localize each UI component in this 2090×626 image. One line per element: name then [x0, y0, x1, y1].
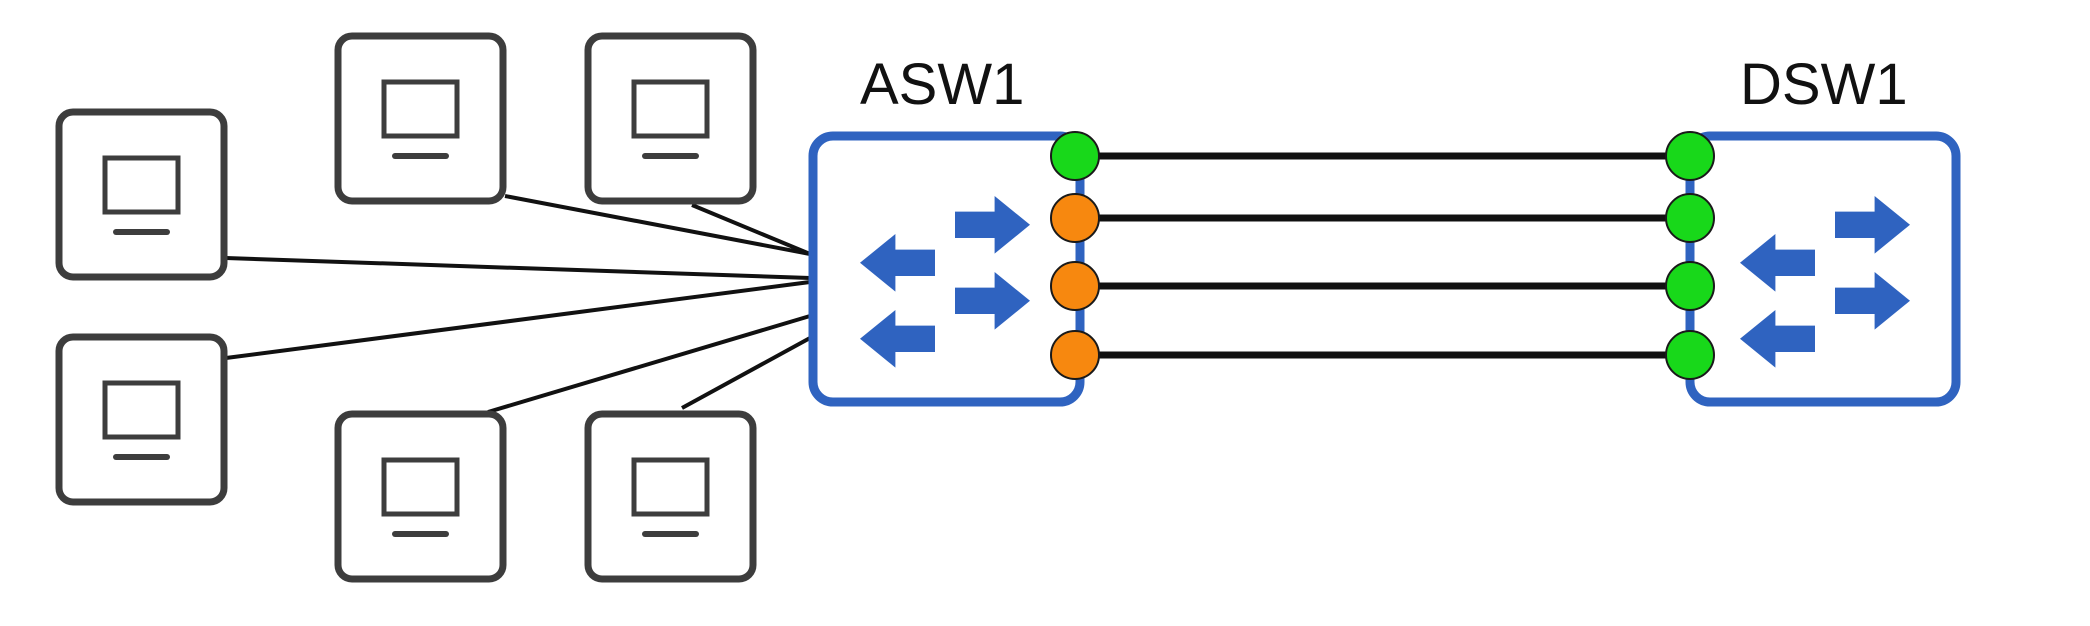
dsw1-port-1-forwarding: [1665, 131, 1715, 181]
pc-link: [225, 256, 811, 280]
switch-dsw1: DSW1: [1685, 52, 1961, 407]
pc-link: [487, 314, 811, 414]
asw1-port-1-forwarding: [1050, 131, 1100, 181]
switch-asw1-body: [808, 131, 1085, 407]
asw1-port-3-blocking: [1050, 261, 1100, 311]
monitor-icon: [588, 414, 753, 579]
pc-2: [59, 337, 224, 502]
switch-asw1: ASW1: [808, 52, 1085, 407]
switch-dsw1-label: DSW1: [1740, 52, 1908, 117]
pc-5: [338, 414, 503, 579]
dsw1-port-2-forwarding: [1665, 193, 1715, 243]
monitor-icon: [59, 112, 224, 277]
dsw1-port-3-forwarding: [1665, 261, 1715, 311]
monitor-icon: [338, 36, 503, 201]
uplinks: [1075, 152, 1690, 359]
pc-link: [691, 203, 811, 256]
monitor-icon: [338, 414, 503, 579]
pc-link: [681, 336, 811, 410]
switch-dsw1-body: [1685, 131, 1961, 407]
port-markers: [1050, 131, 1715, 380]
pc-4: [588, 36, 753, 201]
pc-group: [59, 36, 753, 579]
asw1-port-4-blocking: [1050, 330, 1100, 380]
monitor-icon: [59, 337, 224, 502]
dsw1-port-4-forwarding: [1665, 330, 1715, 380]
pc-links: [225, 194, 811, 414]
pc-link: [504, 194, 811, 256]
pc-3: [338, 36, 503, 201]
monitor-icon: [588, 36, 753, 201]
pc-link: [225, 280, 811, 360]
pc-6: [588, 414, 753, 579]
asw1-port-2-blocking: [1050, 193, 1100, 243]
pc-1: [59, 112, 224, 277]
switch-asw1-label: ASW1: [860, 52, 1024, 117]
